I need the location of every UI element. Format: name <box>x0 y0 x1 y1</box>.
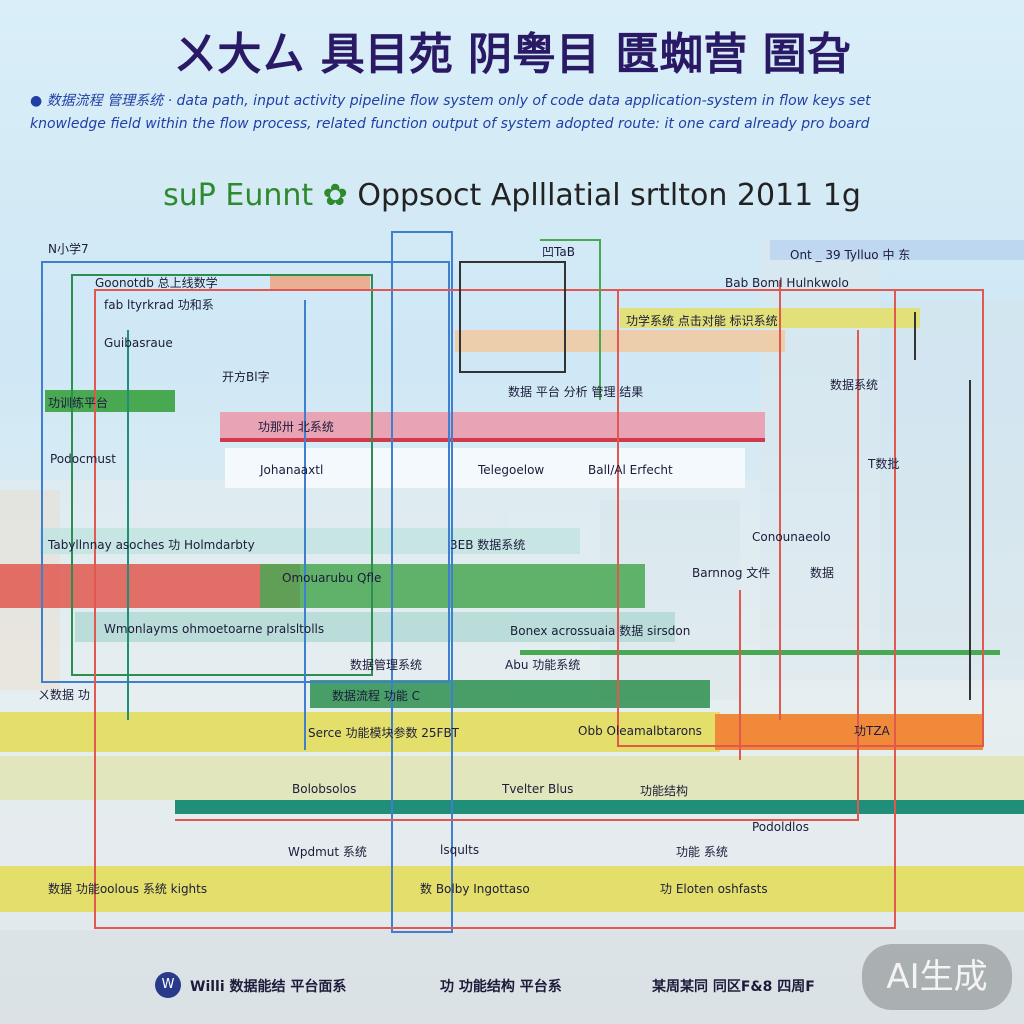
diagram-label: lsqults <box>440 843 480 857</box>
diagram-label: Johanaaxtl <box>260 463 324 477</box>
diagram-label: Obb Oleamalbtarons <box>578 724 702 738</box>
diagram-label: Wpdmut 系统 <box>288 845 367 859</box>
diagram-label: 功能结构 <box>640 784 689 798</box>
diagram-label: N小学7 <box>48 242 89 256</box>
footer-item-1: Willi 数据能结 平台面系 <box>190 979 347 995</box>
band-teal-line <box>175 800 1024 814</box>
diagram-label: Tabyllnnay asoches 功 Holmdarbty <box>48 538 255 552</box>
band-green-label <box>45 390 175 412</box>
diagram-label: 功TZA <box>854 724 890 738</box>
subtitle-line-1: ● 数据流程 管理系统 · data path, input activity … <box>30 93 871 109</box>
diagram-label: 数据流程 功能 C <box>332 689 421 703</box>
diagram-label: Goonotdb 总上线数学 <box>95 276 218 290</box>
diagram-label: Podocmust <box>50 452 116 466</box>
footer-item-2: 功 功能结构 平台系 <box>440 979 562 995</box>
diagram-label: 功那卅 北系统 <box>258 420 334 434</box>
band-yellow-bottom <box>0 866 1024 912</box>
band-yellow-wide <box>0 712 720 752</box>
band-orange-top <box>270 275 370 291</box>
diagram-label: 数据 平台 分析 管理 结果 <box>508 385 644 399</box>
diagram-label: Ont _ 39 Tylluo 中 东 <box>790 248 911 262</box>
footer-logo-icon: W <box>155 972 181 998</box>
band-blue-strip <box>770 240 1024 260</box>
band-teal-row <box>40 528 580 554</box>
diagram-label: Telegoelow <box>478 463 545 477</box>
diagram-label: Guibasraue <box>104 336 173 350</box>
diagram-label: 凹TaB <box>542 245 575 259</box>
diagram-label: Podoldlos <box>752 820 809 834</box>
diagram-label: 功 Eloten oshfasts <box>660 882 768 896</box>
diagram-label: Omouarubu Qfle <box>282 571 382 585</box>
diagram-label: T数批 <box>868 457 900 471</box>
diagram-label: Conounaeolo <box>752 530 831 544</box>
diagram-label: 数 Bolby Ingottaso <box>420 882 530 896</box>
diagram-label: Bolobsolos <box>292 782 357 796</box>
diagram-label: Tvelter Blus <box>502 782 574 796</box>
diagram-label: ㄨ数据 功 <box>38 688 90 702</box>
band-red-line <box>220 438 765 442</box>
band-green-dark <box>310 680 710 708</box>
diagram-label: 数据管理系统 <box>350 658 423 672</box>
subtitle-line-2: knowledge field within the flow process,… <box>30 116 870 132</box>
diagram-label: 3EB 数据系统 <box>450 538 526 552</box>
heading-green-part: suP Eunnt ✿ <box>163 178 348 213</box>
diagram-label: 功训练平台 <box>48 396 109 410</box>
band-white <box>225 448 745 488</box>
diagram-label: Bab Boml Hulnkwolo <box>725 276 849 290</box>
diagram-label: Barnnog 文件 <box>692 566 771 580</box>
band-pink <box>220 412 765 442</box>
diagram-label: Wmonlayms ohmoetoarne pralsltolls <box>104 622 325 636</box>
band-green-line <box>520 650 1000 655</box>
ai-generated-watermark: AI生成 <box>862 944 1012 1010</box>
diagram-label: Serce 功能模块参数 25FBT <box>308 726 460 740</box>
footer-item-3: 某周某同 同区F&8 四周F <box>652 979 815 995</box>
band-orange-right <box>715 714 983 750</box>
diagram-label: 数据系统 <box>830 378 879 392</box>
diagram-label: fab ltyrkrad 功和系 <box>104 298 214 312</box>
diagram-label: 功能 系统 <box>676 845 728 859</box>
diagram-label: 开方Bl字 <box>222 370 270 384</box>
diagram-label: Bonex acrossuaia 数据 sirsdon <box>510 624 691 638</box>
diagram-label: 功学系统 点击对能 标识系统 <box>626 314 778 328</box>
diagram-label: 数据 功能oolous 系统 kights <box>48 882 208 896</box>
diagram-label: Ball/Al Erfecht <box>588 463 673 477</box>
diagram-label: Abu 功能系统 <box>505 658 581 672</box>
band-yellow-row <box>0 756 1024 800</box>
diagram-label: 数据 <box>810 566 835 580</box>
heading-dark-part: Oppsoct Aplllatial srtlton 2011 1g <box>357 178 861 213</box>
band-red-wide <box>0 564 300 608</box>
page-title: ㄨ大ㄙ 具目苑 阴粤目 匮蜘营 圄旮 <box>173 29 851 80</box>
band-orange-mid <box>455 330 785 352</box>
diagram-heading: suP Eunnt ✿ Oppsoct Aplllatial srtlton 2… <box>0 178 1024 213</box>
band-teal-mid <box>75 612 675 642</box>
band-yellow-top <box>620 308 920 328</box>
connector-lines <box>41 231 984 933</box>
